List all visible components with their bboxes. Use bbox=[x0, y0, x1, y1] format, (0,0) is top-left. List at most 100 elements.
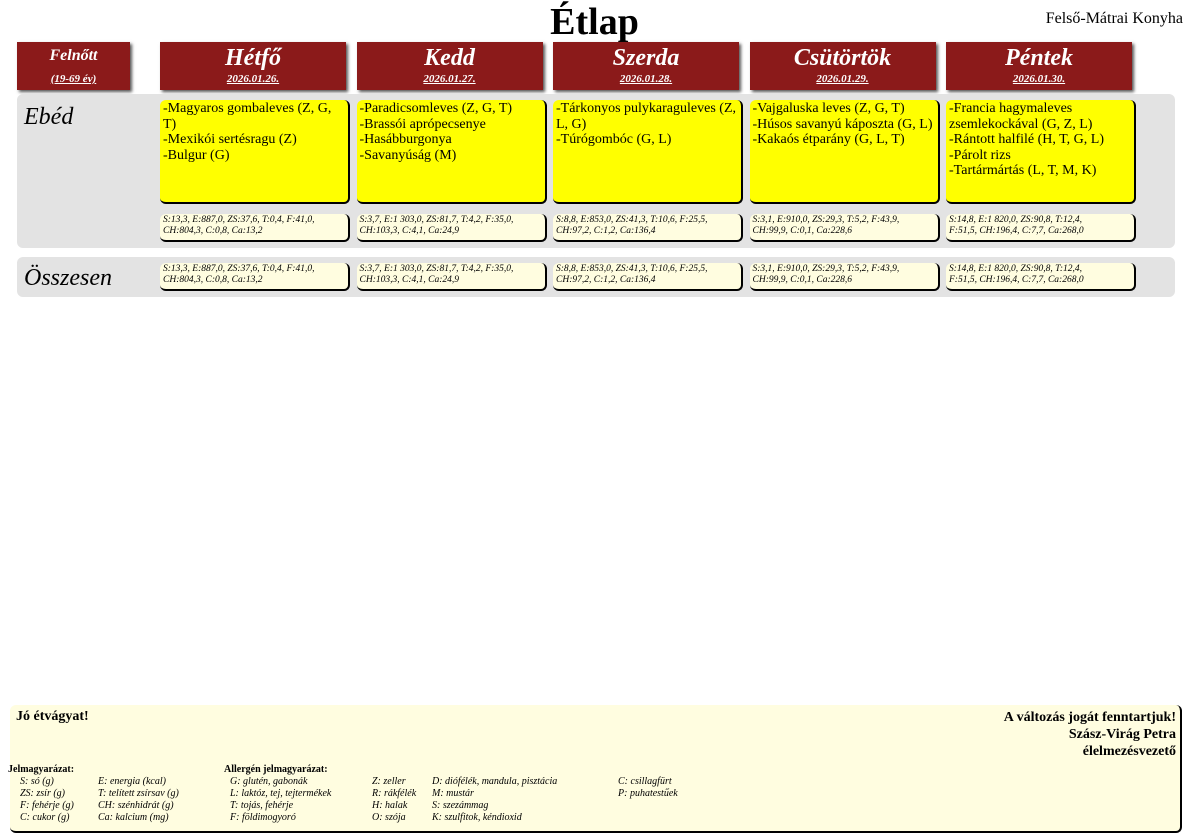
total-nutrition-cell: S:14,8, E:1 820,0, ZS:90,8, T:12,4,F:51,… bbox=[946, 263, 1136, 291]
nutrition-line: CH:804,3, C:0,8, Ca:13,2 bbox=[163, 226, 263, 236]
total-nutrition-cell: S:13,3, E:887,0, ZS:37,6, T:0,4, F:41,0,… bbox=[160, 263, 350, 291]
page-title: Étlap bbox=[550, 1, 639, 43]
legend-entry: H: halak bbox=[372, 800, 408, 811]
menu-item: -Brassói aprópecsenye bbox=[359, 116, 486, 132]
day-name: Hétfő bbox=[225, 45, 281, 71]
footer-panel: Jó étvágyat! A változás jogát fenntartju… bbox=[8, 705, 1182, 833]
lunch-menu-cell: -Vajgaluska leves (Z, G, T)-Húsos savany… bbox=[749, 100, 940, 204]
menu-item: -Bulgur (G) bbox=[163, 147, 230, 163]
day-header: Csütörtök 2026.01.29. bbox=[749, 42, 936, 90]
total-label: Összesen bbox=[24, 265, 112, 291]
nutrition-line: S:3,7, E:1 303,0, ZS:81,7, T:4,2, F:35,0… bbox=[359, 264, 514, 274]
lunch-nutrition-cell: S:14,8, E:1 820,0, ZS:90,8, T:12,4,F:51,… bbox=[946, 214, 1136, 242]
legend-entry: C: csillagfürt bbox=[618, 776, 672, 787]
legend-entry: ZS: zsír (g) bbox=[20, 788, 66, 799]
legend-entry: CH: szénhidrát (g) bbox=[98, 800, 174, 811]
legend-entry: P: puhatestűek bbox=[618, 788, 678, 799]
nutrition-line: CH:103,3, C:4,1, Ca:24,9 bbox=[359, 275, 460, 285]
menu-item: -Mexikói sertésragu (Z) bbox=[163, 132, 297, 147]
menu-item: -Hasábburgonya bbox=[359, 132, 452, 147]
lunch-menu-cell: -Magyaros gombaleves (Z, G, T)-Mexikói s… bbox=[160, 100, 350, 204]
lunch-menu-cell: -Tárkonyos pulykaraguleves (Z, L, G)-Túr… bbox=[553, 100, 743, 204]
lunch-label: Ebéd bbox=[24, 104, 74, 130]
nutrition-line: F:51,5, CH:196,4, C:7,7, Ca:268,0 bbox=[949, 275, 1084, 285]
lunch-nutrition-cell: S:8,8, E:853,0, ZS:41,3, T:10,6, F:25,5,… bbox=[553, 214, 743, 242]
menu-item: -Magyaros gombaleves (Z, G, T) bbox=[163, 101, 332, 132]
kitchen-name: Felső-Mátrai Konyha bbox=[1045, 10, 1183, 27]
nutrition-line: S:8,8, E:853,0, ZS:41,3, T:10,6, F:25,5, bbox=[556, 215, 708, 225]
nutrition-line: S:13,3, E:887,0, ZS:37,6, T:0,4, F:41,0, bbox=[163, 264, 315, 274]
nutrition-line: CH:103,3, C:4,1, Ca:24,9 bbox=[359, 226, 460, 236]
nutrition-line: S:13,3, E:887,0, ZS:37,6, T:0,4, F:41,0, bbox=[163, 215, 315, 225]
lunch-menu-cell: -Francia hagymaleves zsemlekockával (G, … bbox=[946, 100, 1136, 204]
day-date: 2026.01.30. bbox=[1012, 73, 1066, 85]
group-header: Felnőtt (19-69 év) bbox=[17, 42, 130, 90]
menu-item: -Savanyúság (M) bbox=[359, 147, 457, 163]
total-nutrition-cell: S:3,7, E:1 303,0, ZS:81,7, T:4,2, F:35,0… bbox=[356, 263, 547, 291]
day-date: 2026.01.29. bbox=[816, 73, 869, 85]
day-name: Szerda bbox=[612, 45, 680, 71]
legend-entry: R: rákfélék bbox=[372, 788, 417, 799]
legend-entry: O: szója bbox=[372, 812, 406, 823]
legend-entry: L: laktóz, tej, tejtermékek bbox=[230, 788, 332, 799]
nutrition-line: CH:99,9, C:0,1, Ca:228,6 bbox=[752, 275, 853, 285]
legend-entry: K: szulfitok, kéndioxid bbox=[432, 812, 522, 823]
nutrition-line: F:51,5, CH:196,4, C:7,7, Ca:268,0 bbox=[949, 226, 1084, 236]
legend-entry: T: telített zsírsav (g) bbox=[98, 788, 179, 799]
menu-item: -Túrógombóc (G, L) bbox=[556, 132, 672, 147]
total-nutrition-cell: S:3,1, E:910,0, ZS:29,3, T:5,2, F:43,9,C… bbox=[749, 263, 940, 291]
nutrition-line: S:3,1, E:910,0, ZS:29,3, T:5,2, F:43,9, bbox=[752, 264, 900, 274]
legend-entry: T: tojás, fehérje bbox=[230, 800, 294, 811]
legend-entry: C: cukor (g) bbox=[20, 812, 70, 823]
lunch-nutrition-cell: S:3,7, E:1 303,0, ZS:81,7, T:4,2, F:35,0… bbox=[356, 214, 547, 242]
day-name: Csütörtök bbox=[793, 45, 892, 71]
legend-entry: E: energia (kcal) bbox=[98, 776, 166, 787]
nutrition-line: CH:99,9, C:0,1, Ca:228,6 bbox=[752, 226, 853, 236]
group-age: (19-69 év) bbox=[50, 73, 97, 85]
legend-entry: M: mustár bbox=[432, 788, 474, 799]
menu-item: -Rántott halfilé (H, T, G, L) bbox=[949, 132, 1104, 147]
legend-entry: G: glutén, gabonák bbox=[230, 776, 308, 787]
allergen-legend-title: Allergén jelmagyarázat: bbox=[224, 764, 328, 775]
lunch-nutrition-cell: S:3,1, E:910,0, ZS:29,3, T:5,2, F:43,9,C… bbox=[749, 214, 940, 242]
legend-entry: Z: zeller bbox=[372, 776, 406, 787]
menu-item: -Tartármártás (L, T, M, K) bbox=[949, 163, 1097, 178]
legend-entry: F: földimogyoró bbox=[230, 812, 296, 823]
legend-col-2: E: energia (kcal)T: telített zsírsav (g)… bbox=[98, 776, 179, 824]
day-date: 2026.01.27. bbox=[423, 73, 476, 85]
nutrition-line: S:3,1, E:910,0, ZS:29,3, T:5,2, F:43,9, bbox=[752, 215, 900, 225]
legend-entry: Ca: kalcium (mg) bbox=[98, 812, 169, 823]
nutrition-line: S:8,8, E:853,0, ZS:41,3, T:10,6, F:25,5, bbox=[556, 264, 708, 274]
nutrition-line: S:3,7, E:1 303,0, ZS:81,7, T:4,2, F:35,0… bbox=[359, 215, 514, 225]
nutrition-line: CH:97,2, C:1,2, Ca:136,4 bbox=[556, 226, 656, 236]
nutrition-line: S:14,8, E:1 820,0, ZS:90,8, T:12,4, bbox=[949, 264, 1082, 274]
menu-item: -Tárkonyos pulykaraguleves (Z, L, G) bbox=[556, 101, 736, 132]
legend-title: Jelmagyarázat: bbox=[8, 764, 75, 775]
menu-item: -Francia hagymaleves zsemlekockával (G, … bbox=[949, 101, 1093, 132]
nutrition-line: S:14,8, E:1 820,0, ZS:90,8, T:12,4, bbox=[949, 215, 1082, 225]
legend-entry: S: szezámmag bbox=[432, 800, 489, 811]
menu-item: -Kakaós étparány (G, L, T) bbox=[752, 132, 905, 147]
day-header: Szerda 2026.01.28. bbox=[553, 42, 739, 90]
group-label: Felnőtt bbox=[49, 47, 98, 64]
menu-item: -Párolt rizs bbox=[949, 147, 1011, 163]
nutrition-line: CH:804,3, C:0,8, Ca:13,2 bbox=[163, 275, 263, 285]
legend-entry: D: diófélék, mandula, pisztácia bbox=[432, 776, 558, 787]
greeting: Jó étvágyat! bbox=[16, 709, 89, 724]
change-notice: A változás jogát fenntartjuk! bbox=[1003, 710, 1176, 725]
menu-item: -Paradicsomleves (Z, G, T) bbox=[359, 101, 513, 116]
day-date: 2026.01.28. bbox=[619, 73, 673, 85]
menu-item: -Húsos savanyú káposzta (G, L) bbox=[752, 116, 933, 132]
legend-entry: F: fehérje (g) bbox=[20, 800, 74, 811]
footer-right-notes: A változás jogát fenntartjuk! Szász-Virá… bbox=[1004, 709, 1176, 760]
total-nutrition-cell: S:8,8, E:853,0, ZS:41,3, T:10,6, F:25,5,… bbox=[553, 263, 743, 291]
legend-entry: S: só (g) bbox=[20, 776, 54, 787]
legend-col-1: S: só (g)ZS: zsír (g)F: fehérje (g)C: cu… bbox=[20, 776, 74, 824]
